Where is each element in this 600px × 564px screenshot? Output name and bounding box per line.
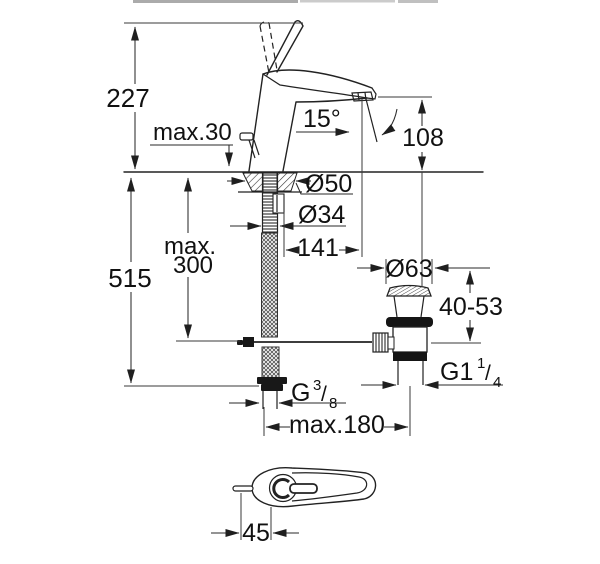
dim-g114-label: G1 1 / 4 [440,355,501,391]
pivot-ring-inner [272,478,291,499]
dim-15deg-label: 15° [303,105,341,133]
dim-max30-label: max.30 [153,119,232,146]
faucet-body-left-edge [248,73,264,172]
supply-pipe [262,391,278,409]
spout-tip [366,87,377,100]
dimension-diameter-34: Ø34 [230,201,346,230]
spout-top-edge [262,69,373,89]
dim-d50-label: Ø50 [305,170,352,198]
lever-inner-contour [291,472,368,502]
dim-300-label: 300 [173,252,213,279]
waste-gasket [386,317,433,327]
dim-d63-label: Ø63 [385,255,432,283]
waste-tailpipe [397,361,424,385]
dimension-waste-thread-g114: G1 1 / 4 [361,355,503,391]
dimension-diameter-63: Ø63 [357,255,490,284]
deck-section-left [242,172,264,192]
supply-hose [257,232,287,409]
lever-side [266,19,304,76]
pull-rod-knob [239,132,260,159]
supply-nut [257,377,287,391]
pop-up-rod [237,337,372,347]
spout-front-edge [262,73,368,99]
dimension-clamp-40-53: 40-53 [431,270,503,344]
waste-neck [393,295,425,318]
dim-515-label: 515 [108,263,151,293]
dim-141-label: 141 [297,234,339,262]
aerator [351,91,374,102]
lever-hub-bar [289,483,318,494]
dimension-reach-141: 141 [283,99,363,262]
dimension-max-deck-30: max.30 [150,119,233,167]
dim-max180-label: max.180 [289,411,385,439]
dim-max-label: max. [164,233,216,260]
spout-underside [282,97,368,172]
faucet-side-view [239,19,377,172]
dimension-distance-max-180: max.180 [263,386,411,439]
waste-body [392,326,428,353]
dimension-lever-45: 45 [211,493,299,547]
lever-pin [232,485,254,492]
waste-assembly [372,284,433,385]
waste-plug-cap [386,284,432,297]
dimension-angle-15: 15° [296,98,398,143]
deck-section-right [276,172,298,192]
dimension-rod-max-300: max. 300 [164,177,240,342]
cropped-watermark [133,0,438,3]
dim-108-label: 108 [402,124,444,152]
rod-guide [272,193,285,214]
rod-coupling-knob [372,332,395,353]
lever-dashed-position [259,21,278,74]
dimension-spout-height-108: 108 [378,96,444,287]
dim-227-label: 227 [106,83,149,113]
counter-deck [123,171,484,193]
dimension-overall-515: 515 [108,177,259,387]
dimension-height-227: 227 [106,22,303,170]
lever-top-view [232,467,377,508]
dim-45-label: 45 [242,519,270,547]
dim-g38-label: G 3 / 8 [291,377,337,412]
dim-4053-label: 40-53 [439,293,503,321]
waste-locknut [393,352,427,361]
dim-d34-label: Ø34 [298,201,345,229]
dimension-diameter-50: Ø50 [227,170,353,198]
dimension-supply-thread-g38: G 3 / 8 [229,377,346,412]
